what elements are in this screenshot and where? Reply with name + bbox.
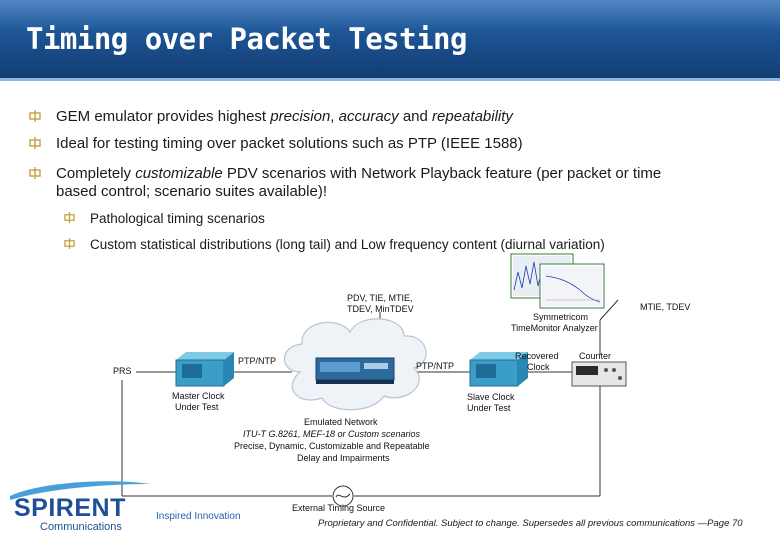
mtie-tdev-label: MTIE, TDEV xyxy=(640,302,690,313)
master-clock-label-2: Under Test xyxy=(175,402,218,413)
analyzer-screens-icon xyxy=(511,254,604,308)
recovered-clock-label-2: Clock xyxy=(527,362,550,373)
ptp-ntp-right-label: PTP/NTP xyxy=(416,361,454,372)
master-clock-icon xyxy=(176,352,234,386)
emulated-delay-label: Delay and Impairments xyxy=(297,453,390,464)
slave-clock-label-1: Slave Clock xyxy=(467,392,515,403)
recovered-clock-label-1: Recovered xyxy=(515,351,559,362)
spirent-logo-text: SPIRENT xyxy=(14,494,126,523)
metrics-label-1: PDV, TIE, MTIE, xyxy=(347,293,413,304)
external-timing-source-label: External Timing Source xyxy=(292,503,385,514)
master-clock-label-1: Master Clock xyxy=(172,391,225,402)
gem-emulator-icon xyxy=(316,358,394,384)
spirent-communications-text: Communications xyxy=(40,521,122,533)
slave-clock-label-2: Under Test xyxy=(467,403,510,414)
confidential-note: Proprietary and Confidential. Subject to… xyxy=(318,518,743,529)
inspired-innovation-text: Inspired Innovation xyxy=(156,511,241,522)
ptp-ntp-left-label: PTP/NTP xyxy=(238,356,276,367)
counter-icon xyxy=(572,362,626,386)
analyzer-label-2: TimeMonitor Analyzer xyxy=(511,323,598,334)
prs-label: PRS xyxy=(113,366,132,377)
emulated-network-label: Emulated Network xyxy=(304,417,378,428)
metrics-label-2: TDEV, MinTDEV xyxy=(347,304,414,315)
counter-label: Counter xyxy=(579,351,611,362)
analyzer-label-1: Symmetricom xyxy=(533,312,588,323)
emulated-precise-label: Precise, Dynamic, Customizable and Repea… xyxy=(234,441,430,452)
emulated-scenarios-label: ITU-T G.8261, MEF-18 or Custom scenarios xyxy=(243,429,420,440)
